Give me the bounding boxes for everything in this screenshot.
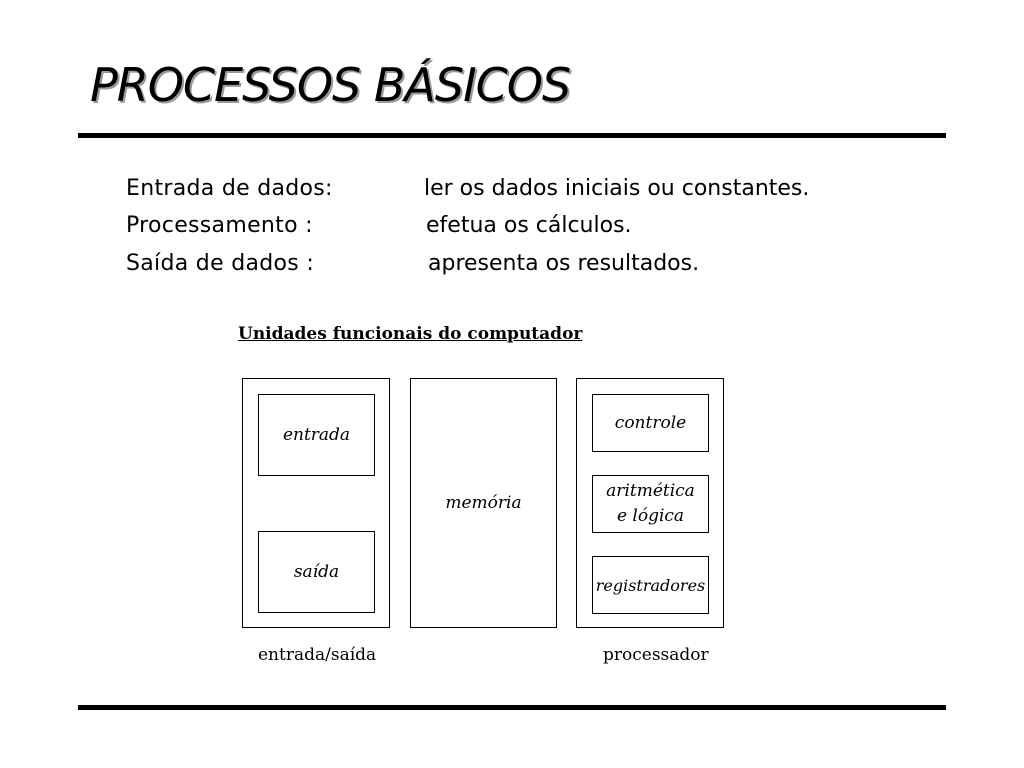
slide-title: PROCESSOS BÁSICOS [90, 58, 571, 112]
aritmetica-logica-unit: aritmética e lógica [592, 475, 709, 533]
entrada-unit: entrada [258, 394, 375, 476]
processor-group-caption: processador [603, 645, 709, 665]
diagram-title: Unidades funcionais do computador [238, 324, 583, 344]
processor-group-box: controle aritmética e lógica registrador… [576, 378, 724, 628]
top-divider [78, 133, 946, 138]
row-description: apresenta os resultados. [428, 251, 700, 276]
row-label: Processamento : [126, 213, 313, 238]
io-group-box: entrada saída [242, 378, 390, 628]
row-label: Entrada de dados: [126, 176, 333, 201]
saida-unit: saída [258, 531, 375, 613]
bottom-divider [78, 705, 946, 710]
row-label: Saída de dados : [126, 251, 315, 276]
registradores-unit: registradores [592, 556, 709, 614]
row-description: ler os dados iniciais ou constantes. [424, 176, 810, 201]
memory-unit: memória [410, 378, 557, 628]
controle-unit: controle [592, 394, 709, 452]
io-group-caption: entrada/saída [258, 645, 377, 665]
row-description: efetua os cálculos. [426, 213, 632, 238]
